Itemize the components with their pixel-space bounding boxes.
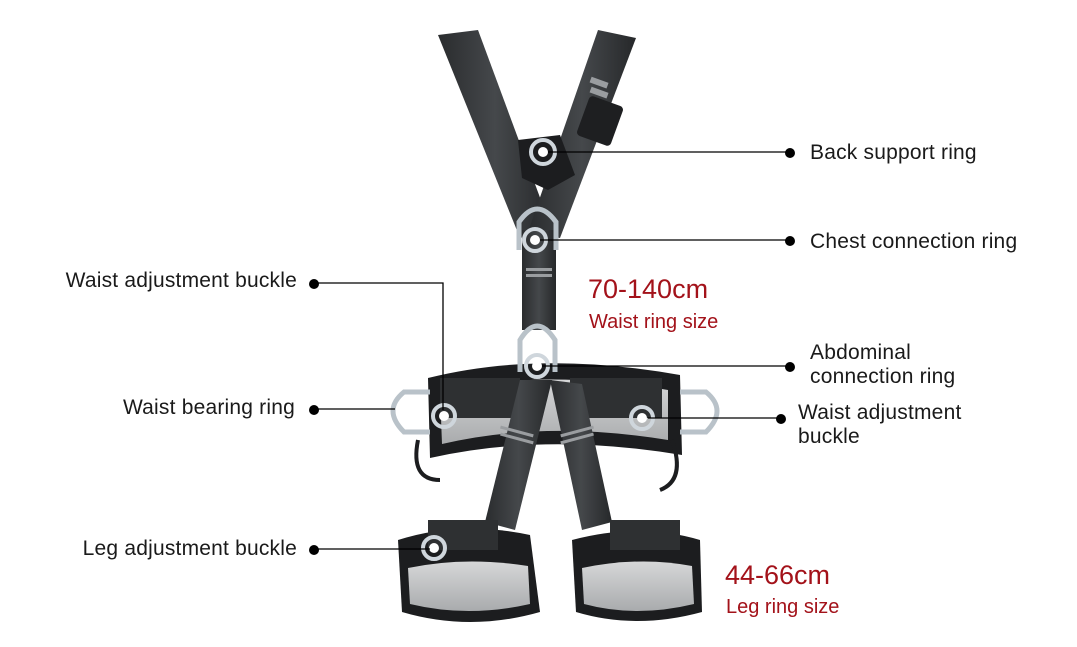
label-abdominal-line1: Abdominal <box>810 341 912 364</box>
callout-dot-waist-adjustment-buckle-right <box>776 414 786 424</box>
callout-dot-back-support-ring <box>785 148 795 158</box>
waist-size-caption: Waist ring size <box>589 311 719 333</box>
callout-dot-leg-adjustment-buckle <box>309 545 319 555</box>
callout-dot-waist-adjustment-buckle-left <box>309 279 319 289</box>
leg-size-caption: Leg ring size <box>726 596 840 618</box>
waist-size-value: 70-140cm <box>588 274 709 304</box>
label-waist-bearing-ring: Waist bearing ring <box>122 396 295 419</box>
shoulder-straps <box>438 30 636 330</box>
callout-dot-abdominal-connection-ring <box>785 362 795 372</box>
leg-straps <box>398 380 702 622</box>
waist-belt <box>390 323 720 492</box>
callout-dot-waist-bearing-ring <box>309 405 319 415</box>
label-abdominal-line2: connection ring <box>810 365 956 388</box>
leg-size-value: 44-66cm <box>725 560 831 590</box>
label-leg-adjustment-buckle: Leg adjustment buckle <box>82 537 297 560</box>
callout-dot-chest-connection-ring <box>785 236 795 246</box>
label-chest-connection-ring: Chest connection ring <box>810 230 1018 253</box>
leader-lines <box>314 151 790 550</box>
label-waist-adjustment-buckle-right-line2: buckle <box>798 425 860 448</box>
label-back-support-ring: Back support ring <box>810 141 977 164</box>
label-waist-adjustment-buckle-right-line1: Waist adjustment <box>798 401 962 424</box>
label-waist-adjustment-buckle-left: Waist adjustment buckle <box>65 269 297 292</box>
